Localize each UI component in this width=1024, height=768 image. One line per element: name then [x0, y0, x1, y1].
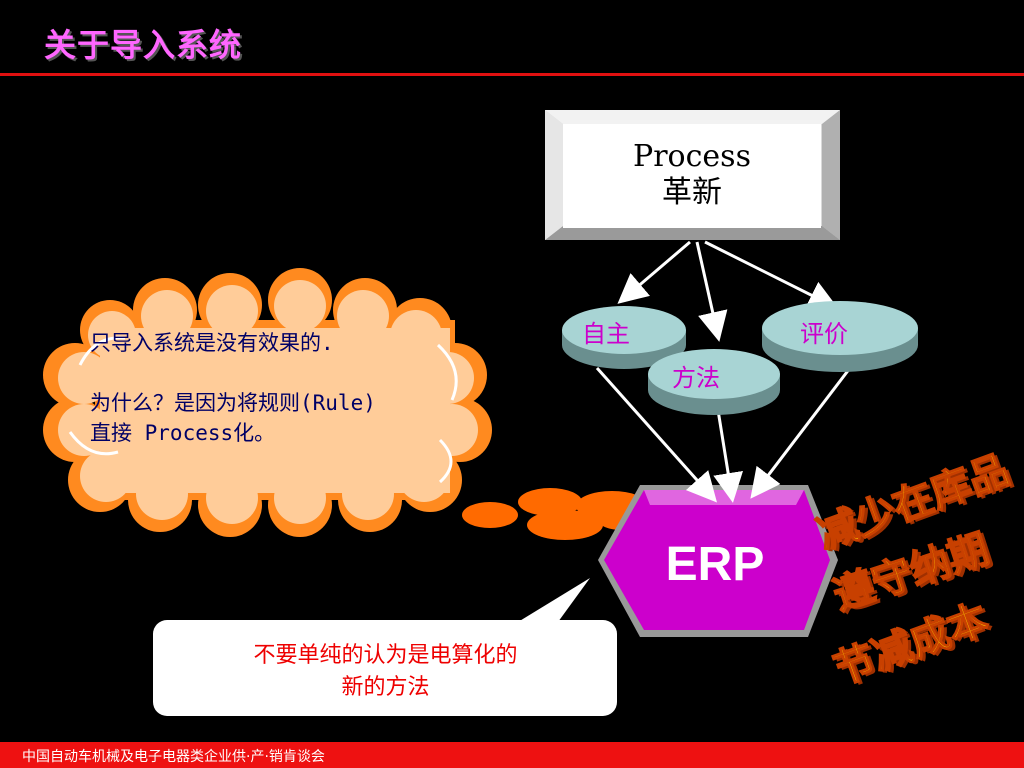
cloud-line-3: 直接 Process化。 [90, 421, 276, 445]
callout-line-2: 新的方法 [341, 675, 430, 700]
flow-arrows [595, 240, 852, 503]
erp-label: ERP [665, 538, 765, 591]
disc-fangfa-label: 方法 [672, 364, 720, 392]
footer-text: 中国自动车机械及电子电器类企业供·产·销肯谈会 [22, 749, 325, 765]
arrow-process-to-zizhu [617, 240, 691, 304]
process-sublabel: 革新 [662, 175, 722, 210]
process-box: Process 革新 [545, 110, 840, 240]
arrow-process-to-pingjia [704, 240, 839, 309]
arrow-zizhu-to-erp [595, 367, 717, 503]
cloud-text: 只导入系统是没有效果的. 为什么？是因为将规则(Rule) 直接 Process… [90, 328, 470, 448]
disc-pingjia-shape [762, 301, 918, 372]
disc-pingjia-label: 评价 [800, 320, 848, 348]
arrow-pingjia-to-erp [750, 367, 852, 499]
cloud-shape [43, 268, 648, 540]
cloud-line-1: 只导入系统是没有效果的. [90, 331, 334, 355]
arrow-process-to-fangfa [695, 241, 728, 342]
title-divider [0, 73, 1024, 76]
process-label: Process [633, 139, 751, 174]
slide-title: 关于导入系统 [44, 26, 243, 64]
cloud-line-2: 为什么？是因为将规则(Rule) [90, 391, 376, 415]
disc-zizhu-shape [562, 306, 686, 369]
footer-bar [0, 742, 1024, 768]
disc-zizhu-label: 自主 [582, 320, 630, 348]
arrow-fangfa-to-erp [713, 409, 743, 503]
erp-hexagon [598, 485, 838, 637]
callout-text: 不要单纯的认为是电算化的 新的方法 [158, 640, 613, 704]
callout-line-1: 不要单纯的认为是电算化的 [253, 643, 518, 668]
disc-fangfa-shape [648, 349, 780, 415]
callout-shape [153, 578, 617, 716]
